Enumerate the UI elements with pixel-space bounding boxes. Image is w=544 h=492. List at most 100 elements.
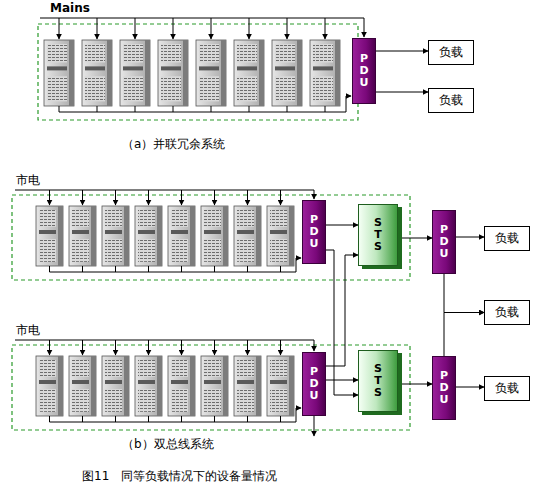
pdu-cabinet: PDU [302,200,326,264]
output-drop [325,106,326,112]
feed-drop [325,18,326,39]
power-connector [326,380,358,381]
ups-cabinet [135,356,162,416]
output-drop [214,416,215,422]
output-drop [249,106,250,112]
ups-cabinet [69,206,96,266]
feed-drop [181,340,182,355]
output-drop [214,266,215,272]
output-drop [59,106,60,112]
output-drop [280,416,281,422]
device-label: STS [373,217,384,253]
load-label: 负载 [495,380,519,397]
power-connector [398,384,432,385]
sts-switch: STS [358,204,398,266]
power-connector [456,387,484,388]
power-connector [326,225,358,226]
supply-label: Mains [50,1,90,15]
feed-drop [115,340,116,355]
ups-cabinet [310,40,340,106]
ups-cabinet [120,40,150,106]
feed-drop [82,340,83,355]
feed-drop [214,190,215,205]
feed-drop [249,18,250,39]
figure-caption: 图11 同等负载情况下的设备量情况 [82,468,277,485]
feed-drop [280,340,281,355]
ups-cabinet [168,356,195,416]
device-label: PDU [439,224,450,260]
ups-cabinet [234,206,261,266]
feed-drop [287,18,288,39]
supply-label: 市电 [16,172,40,189]
output-drop [181,416,182,422]
feed-drop [247,190,248,205]
ups-cabinet [158,40,188,106]
power-connector [444,274,484,313]
supply-label: 市电 [16,322,40,339]
ups-cabinet [272,40,302,106]
device-label: PDU [309,214,320,250]
ups-cabinet [69,356,96,416]
output-drop [82,416,83,422]
group-frame [38,24,358,120]
load-box: 负载 [484,376,530,401]
ups-cabinet [201,206,228,266]
ups-cabinet [201,356,228,416]
feed-drop [280,190,281,205]
ups-cabinet [36,206,63,266]
output-stub [314,416,315,436]
ups-cabinet [234,356,261,416]
ups-cabinet [267,356,294,416]
load-box: 负载 [428,40,474,65]
ups-cabinet [36,356,63,416]
feed-drop [49,340,50,355]
output-drop [82,266,83,272]
feed-drop [181,190,182,205]
load-box: 负载 [484,226,530,251]
device-label: PDU [439,370,450,406]
mains-line [15,340,314,351]
ups-cabinet [168,206,195,266]
load-box: 负载 [484,300,530,325]
power-connector [456,237,484,238]
device-label: STS [373,363,384,399]
pdu-cabinet: PDU [432,210,456,274]
feed-drop [97,18,98,39]
output-bus [50,258,302,272]
group-frame [12,345,410,430]
feed-drop [59,18,60,39]
output-drop [211,106,212,112]
output-drop [97,106,98,112]
output-drop [49,416,50,422]
load-label: 负载 [495,304,519,321]
load-box: 负载 [428,88,474,113]
power-connector [398,238,432,239]
feed-drop [148,190,149,205]
feed-drop [49,190,50,205]
pdu-cabinet: PDU [352,38,376,104]
feed-drop [214,340,215,355]
mains-line [15,190,314,199]
power-connector [326,250,358,395]
sts-switch: STS [358,350,398,412]
ups-cabinet [44,40,74,106]
power-connector [376,51,428,52]
ups-cabinet [102,356,129,416]
load-label: 负载 [439,44,463,61]
feed-drop [211,18,212,39]
output-bus [59,96,351,112]
output-drop [115,266,116,272]
ups-cabinet [82,40,112,106]
output-drop [173,106,174,112]
load-label: 负载 [495,230,519,247]
power-connector [444,313,484,357]
ups-cabinet [267,206,294,266]
group-frame [12,195,410,280]
feed-drop [247,340,248,355]
output-drop [287,106,288,112]
power-connector [376,92,428,93]
sub-caption: （a）并联冗余系统 [122,136,225,153]
output-drop [148,416,149,422]
